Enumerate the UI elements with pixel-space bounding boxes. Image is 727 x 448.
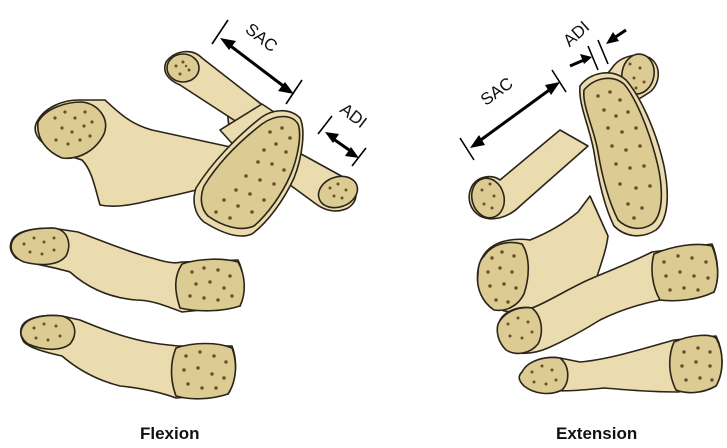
flexion-adi-label: ADI <box>336 99 370 131</box>
extension-adi-arrowhead-right <box>606 32 619 44</box>
flexion-adi-arrow-line <box>332 138 352 152</box>
extension-panel: SAC ADI <box>460 17 722 393</box>
flexion-adi-measurement: ADI <box>318 99 370 166</box>
flexion-c3-body <box>176 259 245 311</box>
extension-c3-body <box>652 244 718 300</box>
flexion-c3-end <box>11 228 69 264</box>
flexion-arch-end <box>167 54 199 82</box>
extension-adi-arrow-in-left <box>570 60 584 66</box>
flexion-adi-tick-top <box>318 116 332 134</box>
flexion-panel: SAC ADI <box>10 19 370 398</box>
extension-adi-measurement: ADI <box>559 17 626 70</box>
flexion-c4-body <box>172 344 236 399</box>
extension-c4-body <box>670 335 722 392</box>
flexion-sac-arrow-line <box>228 44 286 88</box>
flexion-c4-end <box>21 316 75 350</box>
flexion-caption: Flexion <box>140 424 200 444</box>
extension-caption: Extension <box>556 424 637 444</box>
extension-sac-tick-left <box>460 138 474 160</box>
extension-sac-label: SAC <box>477 74 516 110</box>
flexion-sac-label: SAC <box>242 19 281 56</box>
extension-adi-label: ADI <box>559 17 593 50</box>
extension-c4-end <box>519 358 568 394</box>
